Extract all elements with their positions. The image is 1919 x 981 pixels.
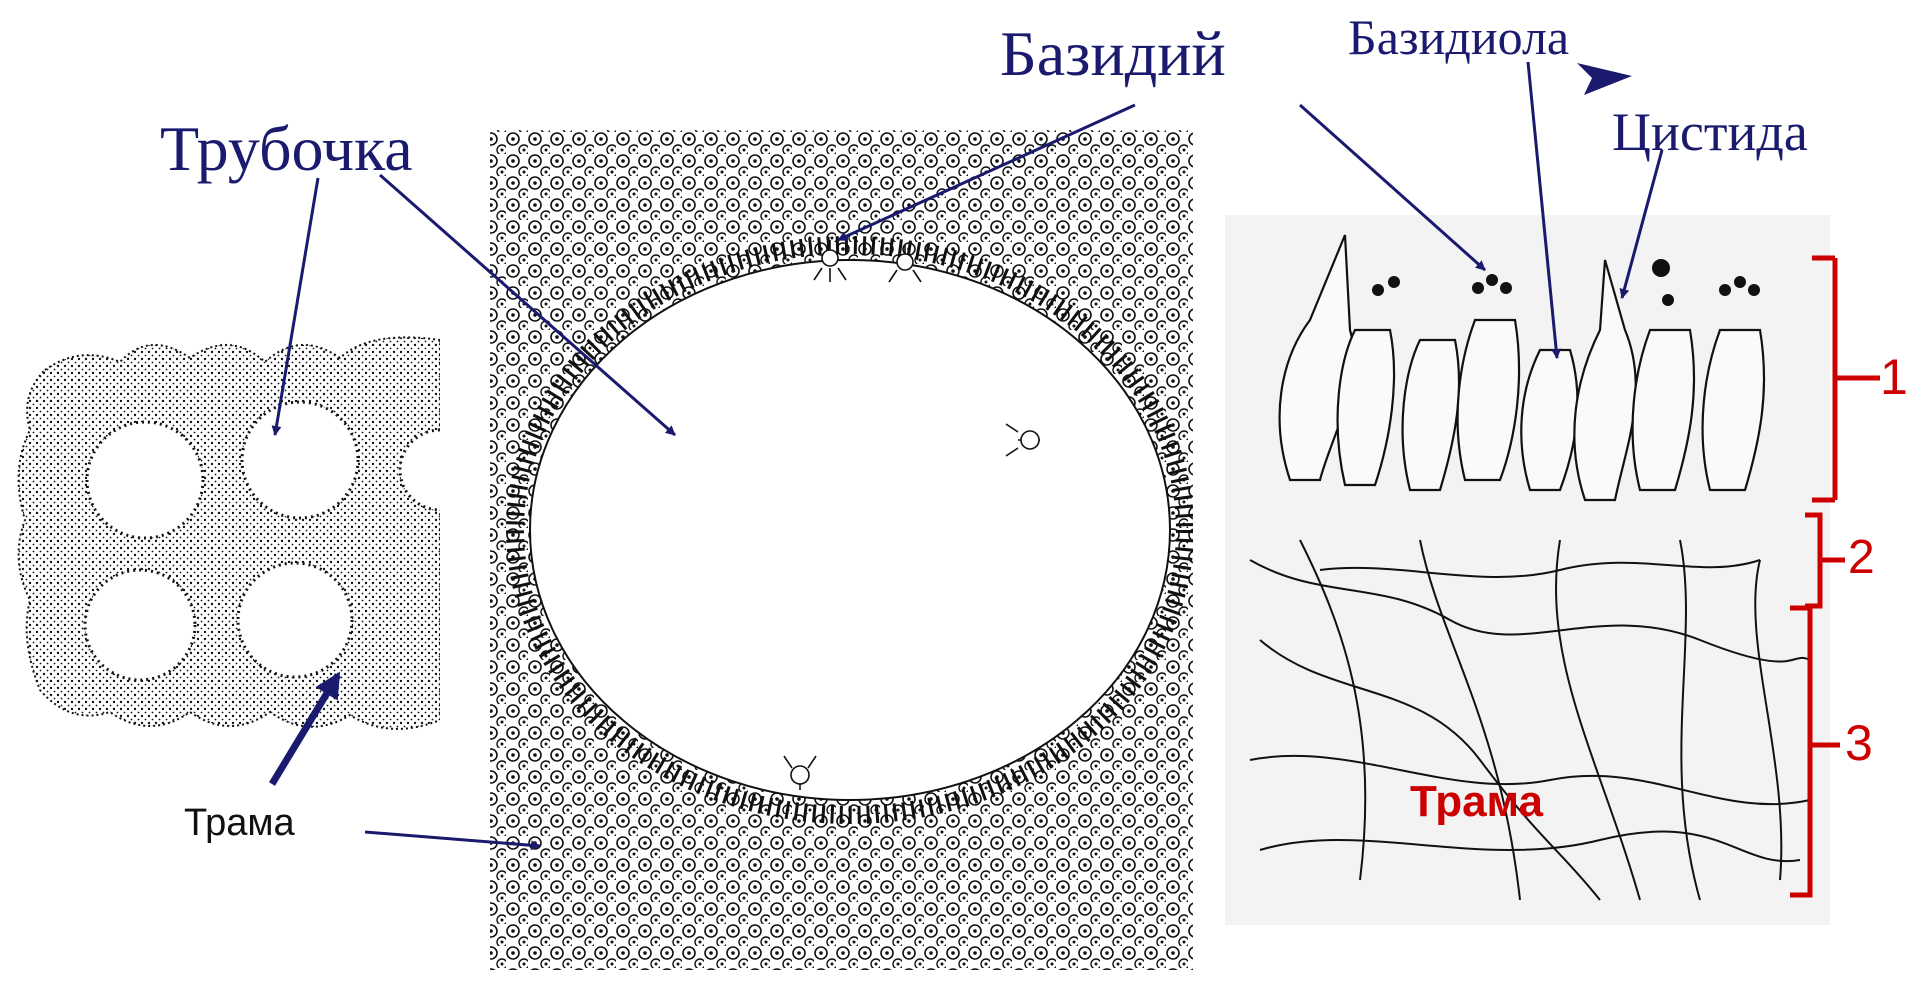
label-layer-1: 1 bbox=[1880, 352, 1908, 402]
label-trama-left: Трама bbox=[184, 804, 295, 842]
tube-longitudinal-section bbox=[490, 130, 1193, 970]
pore bbox=[238, 563, 352, 677]
pore bbox=[242, 402, 358, 518]
pore bbox=[400, 430, 480, 510]
label-trama-right: Трама bbox=[1410, 780, 1543, 824]
label-tube: Трубочка bbox=[160, 117, 413, 181]
label-basidium: Базидий bbox=[1000, 22, 1226, 86]
tube-cross-section bbox=[19, 337, 480, 729]
pore bbox=[87, 422, 203, 538]
label-cystidium: Цистида bbox=[1612, 105, 1808, 159]
pore bbox=[85, 570, 195, 680]
arrow-head-standalone bbox=[1577, 63, 1632, 95]
label-layer-2: 2 bbox=[1848, 534, 1875, 582]
label-layer-3: 3 bbox=[1845, 718, 1873, 768]
tube-lumen bbox=[530, 260, 1170, 800]
label-basidiole: Базидиола bbox=[1348, 12, 1569, 62]
